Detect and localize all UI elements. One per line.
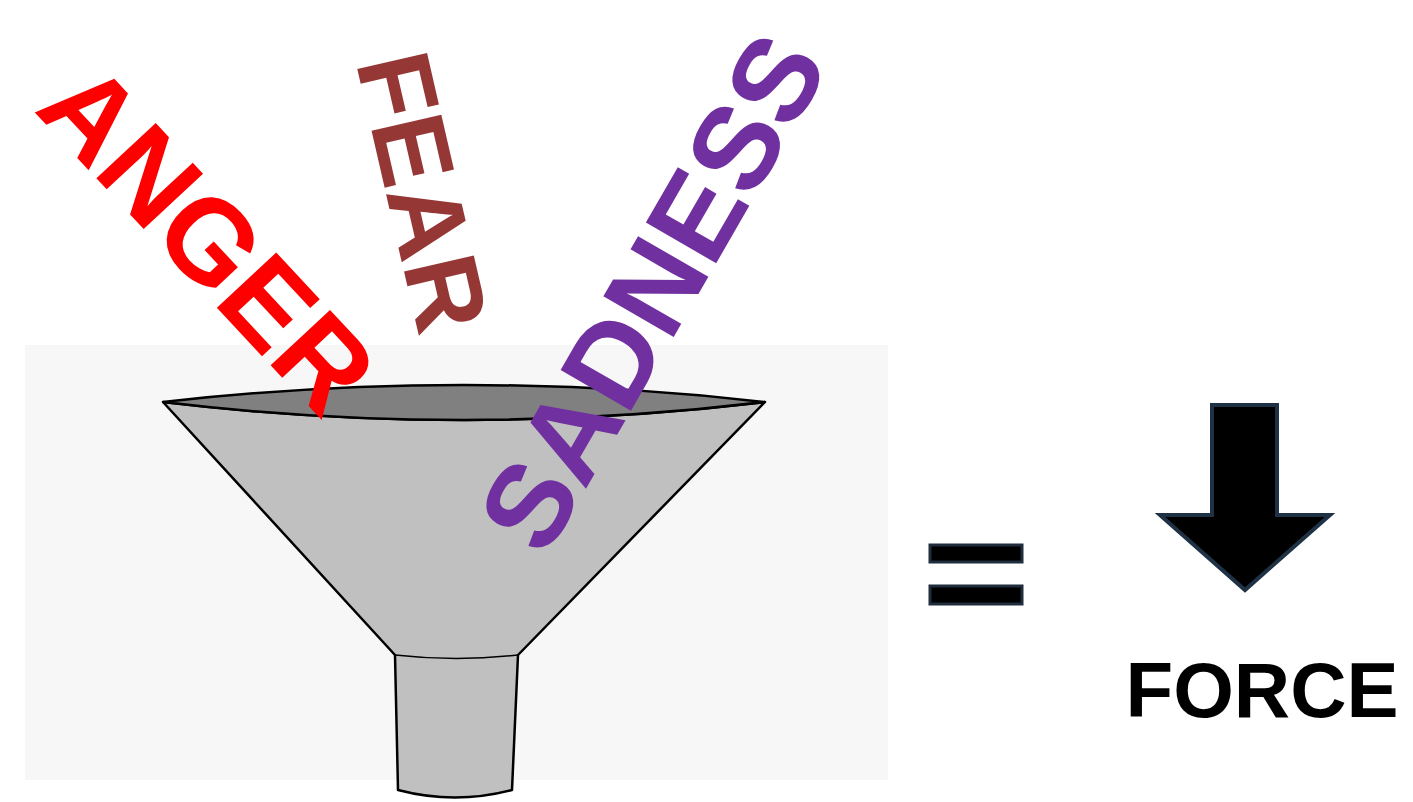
result-label: FORCE bbox=[1126, 651, 1399, 729]
funnel-body bbox=[163, 402, 765, 798]
down-arrow bbox=[1160, 405, 1330, 590]
funnel-rim bbox=[163, 385, 765, 420]
emotion-word: FEAR bbox=[340, 42, 505, 341]
funnel-neck-line bbox=[395, 655, 518, 659]
equals-bar bbox=[930, 586, 1022, 604]
equals-bar bbox=[930, 545, 1022, 562]
